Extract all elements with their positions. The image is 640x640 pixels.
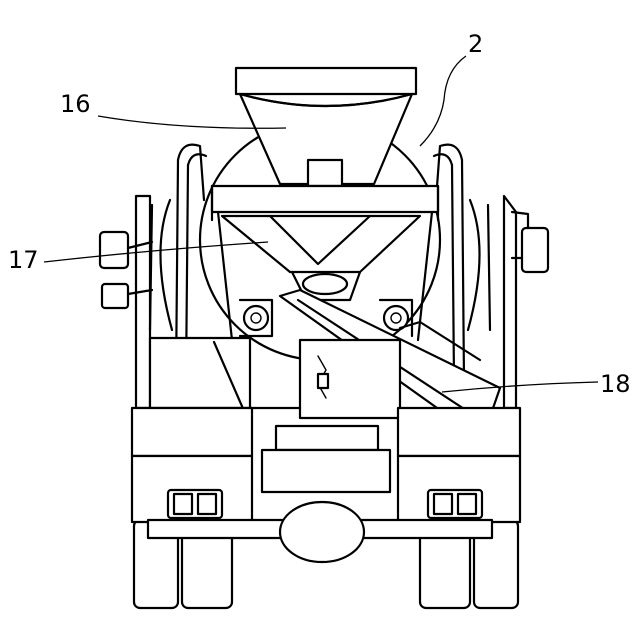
callout-2: 2 [468, 30, 483, 58]
callout-17: 17 [8, 246, 39, 274]
callout-16: 16 [60, 90, 91, 118]
rear-chassis [132, 408, 520, 562]
callout-18: 18 [600, 370, 631, 398]
